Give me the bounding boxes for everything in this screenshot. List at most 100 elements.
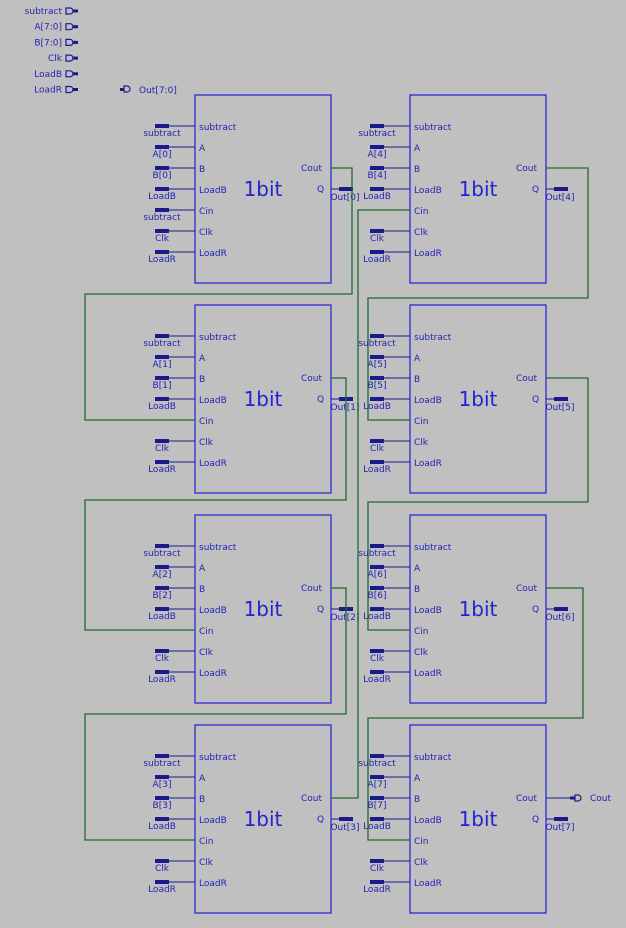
block-bit-2-ext-label-5: Clk bbox=[155, 654, 170, 664]
block-bit-5-port-subtract: subtract bbox=[414, 333, 452, 343]
block-bit-7-port-subtract: subtract bbox=[414, 753, 452, 763]
block-bit-2-pin-3 bbox=[155, 607, 169, 611]
output-bus-label: Out[7:0] bbox=[139, 86, 177, 96]
block-bit-6-port-cin: Cin bbox=[414, 627, 429, 637]
block-bit-2-out-label: Out[2] bbox=[330, 613, 359, 623]
block-bit-6-ext-label-5: Clk bbox=[370, 654, 385, 664]
input-port-1-pin bbox=[73, 25, 78, 29]
block-bit-3-port-q: Q bbox=[317, 815, 324, 825]
block-bit-7-ext-label-5: Clk bbox=[370, 864, 385, 874]
block-bit-1-out-label: Out[1] bbox=[330, 403, 359, 413]
block-bit-5-port-cout: Cout bbox=[516, 374, 537, 384]
block-bit-3-port-b: B bbox=[199, 795, 205, 805]
block-bit-4-port-cin: Cin bbox=[414, 207, 429, 217]
block-bit-0-ext-label-6: LoadR bbox=[148, 255, 176, 265]
block-bit-0-pin-3 bbox=[155, 187, 169, 191]
input-port-2-symbol[interactable] bbox=[65, 38, 74, 46]
block-bit-5-ext-label-5: Clk bbox=[370, 444, 385, 454]
block-bit-4-pin-1 bbox=[370, 145, 384, 149]
block-bit-2-title: 1bit bbox=[244, 597, 283, 621]
input-port-5-symbol[interactable] bbox=[65, 85, 74, 94]
block-bit-5-title: 1bit bbox=[459, 387, 498, 411]
block-bit-4-port-loadb: LoadB bbox=[414, 186, 442, 196]
block-bit-1-port-loadb: LoadB bbox=[199, 396, 227, 406]
block-bit-4-ext-label-0: subtract bbox=[358, 129, 396, 139]
block-bit-4-q-pin bbox=[554, 187, 568, 191]
block-bit-5-ext-label-6: LoadR bbox=[363, 465, 391, 475]
block-bit-5-pin-5 bbox=[370, 439, 384, 443]
block-bit-0-port-a: A bbox=[199, 144, 206, 154]
block-bit-2-port-b: B bbox=[199, 585, 205, 595]
block-bit-7-pin-6 bbox=[370, 880, 384, 884]
block-bit-1-port-b: B bbox=[199, 375, 205, 385]
block-bit-4-port-q: Q bbox=[532, 185, 539, 195]
block-bit-2-ext-label-6: LoadR bbox=[148, 675, 176, 685]
block-bit-7-port-loadb: LoadB bbox=[414, 816, 442, 826]
block-bit-0-pin-1 bbox=[155, 145, 169, 149]
carry-wire-2-3 bbox=[84, 587, 347, 841]
block-bit-0-pin-4 bbox=[155, 208, 169, 212]
block-bit-1-pin-1 bbox=[155, 355, 169, 359]
block-bit-7-ext-label-3: LoadB bbox=[363, 822, 391, 832]
block-bit-0-ext-label-5: Clk bbox=[155, 234, 170, 244]
block-bit-4-port-loadr: LoadR bbox=[414, 249, 442, 259]
block-bit-7-q-pin bbox=[554, 817, 568, 821]
block-bit-6-port-b: B bbox=[414, 585, 420, 595]
block-bit-2-pin-6 bbox=[155, 670, 169, 674]
block-bit-1-port-subtract: subtract bbox=[199, 333, 237, 343]
block-bit-2-port-cin: Cin bbox=[199, 627, 214, 637]
block-bit-5-port-clk: Clk bbox=[414, 438, 429, 448]
block-bit-1-ext-label-3: LoadB bbox=[148, 402, 176, 412]
block-bit-3-port-a: A bbox=[199, 774, 206, 784]
block-bit-5-port-a: A bbox=[414, 354, 421, 364]
block-bit-4-port-a: A bbox=[414, 144, 421, 154]
block-bit-1-port-cin: Cin bbox=[199, 417, 214, 427]
block-bit-6-pin-0 bbox=[370, 544, 384, 548]
block-bit-5-pin-0 bbox=[370, 334, 384, 338]
block-bit-1-port-clk: Clk bbox=[199, 438, 214, 448]
block-bit-4-pin-2 bbox=[370, 166, 384, 170]
block-bit-4-ext-label-2: B[4] bbox=[368, 171, 387, 181]
input-port-4-symbol[interactable] bbox=[65, 70, 74, 78]
block-bit-0-ext-label-0: subtract bbox=[143, 129, 181, 139]
block-bit-2-port-cout: Cout bbox=[301, 584, 322, 594]
block-bit-7-port-a: A bbox=[414, 774, 421, 784]
block-bit-1-ext-label-1: A[1] bbox=[153, 360, 172, 370]
block-bit-2-port-subtract: subtract bbox=[199, 543, 237, 553]
input-port-0-label: subtract bbox=[25, 7, 63, 17]
block-bit-4-pin-5 bbox=[370, 229, 384, 233]
output-bus-symbol[interactable] bbox=[123, 85, 131, 93]
block-bit-6-ext-label-3: LoadB bbox=[363, 612, 391, 622]
input-port-1-symbol[interactable] bbox=[65, 23, 74, 31]
block-bit-2-ext-label-1: A[2] bbox=[153, 570, 172, 580]
block-bit-6-ext-label-0: subtract bbox=[358, 549, 396, 559]
input-port-0-symbol[interactable] bbox=[65, 7, 74, 15]
block-bit-1-port-q: Q bbox=[317, 395, 324, 405]
block-bit-0-port-subtract: subtract bbox=[199, 123, 237, 133]
block-bit-7-port-q: Q bbox=[532, 815, 539, 825]
input-port-5-label: LoadR bbox=[34, 86, 62, 96]
block-bit-2-pin-0 bbox=[155, 544, 169, 548]
block-bit-5-port-b: B bbox=[414, 375, 420, 385]
block-bit-3-pin-1 bbox=[155, 775, 169, 779]
block-bit-7-port-loadr: LoadR bbox=[414, 879, 442, 889]
block-bit-7-ext-label-2: B[7] bbox=[368, 801, 387, 811]
input-port-3-symbol[interactable] bbox=[65, 54, 74, 62]
block-bit-7-ext-label-1: A[7] bbox=[368, 780, 387, 790]
block-bit-3-q-pin bbox=[339, 817, 353, 821]
block-bit-5-port-loadr: LoadR bbox=[414, 459, 442, 469]
block-bit-5-port-cin: Cin bbox=[414, 417, 429, 427]
cout-out-symbol[interactable] bbox=[574, 794, 582, 802]
input-port-0-pin bbox=[73, 9, 78, 13]
input-port-1-label: A[7:0] bbox=[34, 23, 62, 33]
carry-wire-6-7 bbox=[367, 587, 584, 841]
block-bit-4-pin-3 bbox=[370, 187, 384, 191]
cout-out-label: Cout bbox=[590, 794, 611, 804]
block-bit-0-port-loadb: LoadB bbox=[199, 186, 227, 196]
block-bit-2-port-clk: Clk bbox=[199, 648, 214, 658]
block-bit-2-pin-1 bbox=[155, 565, 169, 569]
block-bit-0-q-pin bbox=[339, 187, 353, 191]
block-bit-2-pin-5 bbox=[155, 649, 169, 653]
block-bit-6-pin-5 bbox=[370, 649, 384, 653]
